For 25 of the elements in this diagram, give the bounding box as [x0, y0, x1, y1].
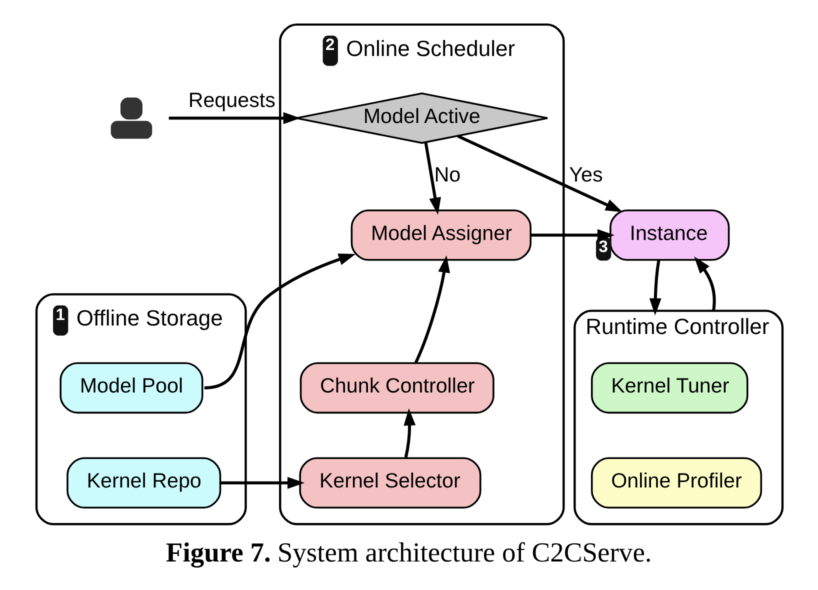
arrow — [414, 255, 450, 364]
arrow — [694, 256, 716, 312]
arrow — [530, 229, 614, 242]
arrow — [220, 476, 304, 489]
caption: Figure 7. System architecture of C2CServe. — [165, 536, 652, 568]
node-label: 1 — [55, 306, 64, 324]
edge-label: Yes — [568, 163, 602, 186]
node-box: Kernel Tuner — [590, 362, 748, 414]
node-box: Kernel Selector — [298, 457, 481, 509]
node-box: Chunk Controller — [299, 362, 494, 414]
node-box: Model Assigner — [350, 209, 531, 261]
node-box: Model Pool — [59, 362, 203, 414]
node-label: 3 — [598, 238, 608, 256]
arrow — [648, 260, 661, 316]
node-diamond: Model Active — [294, 92, 548, 144]
node-box: Online Profiler — [590, 457, 762, 509]
node-box: Kernel Repo — [66, 457, 221, 509]
arrow — [204, 254, 356, 390]
arrow — [168, 112, 300, 124]
edge-label: No — [434, 163, 460, 186]
arrow — [456, 134, 622, 212]
edge-label: Requests — [188, 89, 275, 112]
arrow — [403, 408, 416, 458]
node-label: 2 — [325, 36, 334, 54]
arrow — [424, 142, 441, 215]
